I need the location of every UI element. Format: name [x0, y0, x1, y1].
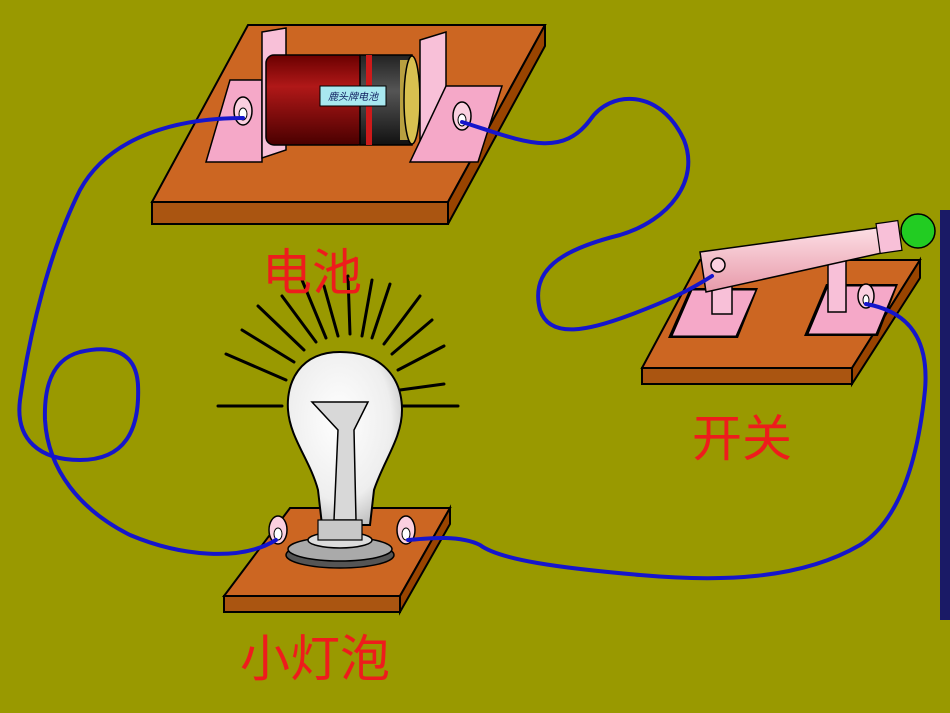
battery-holder-right — [408, 30, 504, 163]
bulb-socket — [285, 519, 395, 569]
battery-label: 电池 — [262, 244, 362, 302]
switch-right-pad — [804, 249, 898, 336]
wires — [17, 96, 928, 581]
wire-battery-to-bulb — [17, 116, 278, 556]
switch-handle-knob — [900, 213, 936, 249]
wire-battery-to-switch — [460, 96, 714, 332]
bulb-rays — [216, 274, 460, 408]
switch-lever — [699, 213, 936, 293]
wire-switch-to-bulb — [406, 302, 928, 581]
bulb-assembly — [216, 274, 460, 616]
battery-assembly: 鹿头牌电池 — [150, 24, 547, 225]
right-edge-strip — [940, 210, 950, 620]
switch-assembly — [640, 213, 936, 388]
bulb-label: 小灯泡 — [240, 630, 390, 688]
switch-label: 开关 — [692, 410, 792, 468]
battery-cell: 鹿头牌电池 — [265, 54, 421, 146]
battery-brand-label: 鹿头牌电池 — [328, 91, 379, 103]
